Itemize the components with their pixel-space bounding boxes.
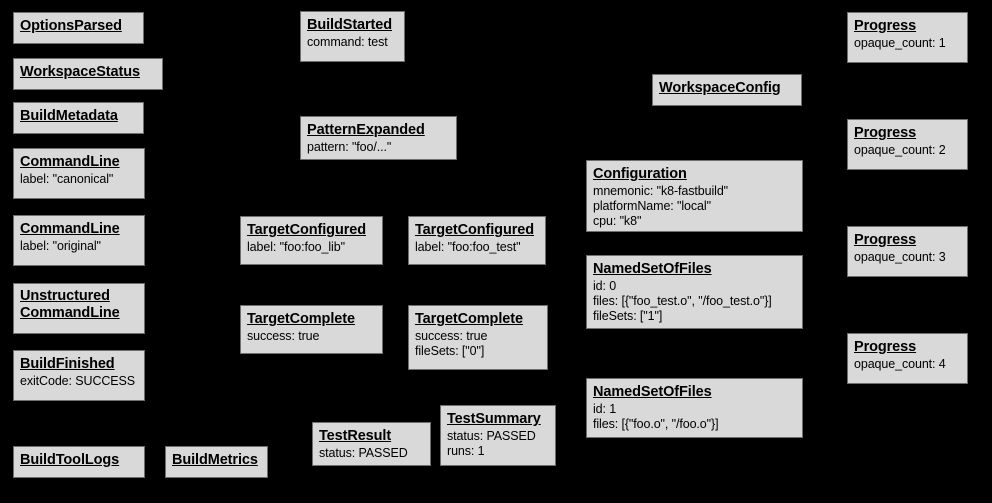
event-node-unstructured-command-line[interactable]: Unstructured CommandLine — [13, 283, 145, 334]
event-node-progress-2[interactable]: Progress opaque_count: 2 — [847, 119, 968, 170]
event-node-fields: label: "original" — [20, 239, 101, 253]
event-node-test-summary[interactable]: TestSummary status: PASSED runs: 1 — [440, 405, 556, 466]
event-node-target-complete-foo-test[interactable]: TargetComplete success: true fileSets: ["… — [408, 305, 548, 370]
event-node-named-set-of-files-1[interactable]: NamedSetOfFiles id: 1 files: [{"foo.o", "… — [586, 378, 803, 438]
event-node-title: BuildMetadata — [20, 108, 118, 124]
event-node-title: CommandLine — [20, 154, 120, 170]
event-node-title: NamedSetOfFiles — [593, 384, 712, 400]
event-node-title: Configuration — [593, 166, 687, 182]
event-node-fields: exitCode: SUCCESS — [20, 374, 136, 388]
event-node-fields: success: true fileSets: ["0"] — [415, 329, 488, 358]
event-node-workspace-config[interactable]: WorkspaceConfig — [652, 74, 802, 106]
event-node-configuration[interactable]: Configuration mnemonic: "k8-fastbuild" pl… — [586, 160, 803, 232]
event-node-title: TargetComplete — [247, 311, 355, 327]
event-node-fields: opaque_count: 1 — [854, 36, 946, 50]
event-node-title: TestResult — [319, 428, 392, 444]
event-node-fields: id: 1 files: [{"foo.o", "/foo.o"}] — [593, 402, 719, 431]
event-node-title: BuildToolLogs — [20, 452, 120, 468]
event-node-options-parsed[interactable]: OptionsParsed — [13, 12, 144, 44]
event-node-fields: id: 0 files: [{"foo_test.o", "/foo_test.… — [593, 279, 772, 323]
event-node-fields: command: test — [307, 35, 388, 49]
event-node-command-line-original[interactable]: CommandLine label: "original" — [13, 215, 145, 266]
event-node-title: Progress — [854, 339, 917, 355]
event-node-build-metadata[interactable]: BuildMetadata — [13, 102, 144, 134]
event-node-build-tool-logs[interactable]: BuildToolLogs — [13, 446, 145, 478]
event-node-fields: label: "canonical" — [20, 172, 114, 186]
event-node-progress-3[interactable]: Progress opaque_count: 3 — [847, 226, 968, 277]
event-node-title: OptionsParsed — [20, 18, 122, 34]
event-node-title: TestSummary — [447, 411, 541, 427]
event-node-pattern-expanded[interactable]: PatternExpanded pattern: "foo/..." — [300, 116, 457, 160]
event-node-build-started[interactable]: BuildStarted command: test — [300, 11, 405, 62]
event-node-progress-4[interactable]: Progress opaque_count: 4 — [847, 333, 968, 384]
event-node-fields: mnemonic: "k8-fastbuild" platformName: "… — [593, 184, 729, 228]
event-node-fields: pattern: "foo/..." — [307, 140, 392, 154]
event-node-title: Progress — [854, 18, 917, 34]
event-node-title: PatternExpanded — [307, 122, 425, 138]
event-node-title: WorkspaceConfig — [659, 80, 781, 96]
event-node-command-line-canonical[interactable]: CommandLine label: "canonical" — [13, 148, 145, 199]
event-node-fields: status: PASSED runs: 1 — [447, 429, 536, 458]
event-node-title: NamedSetOfFiles — [593, 261, 712, 277]
event-node-fields: status: PASSED — [319, 446, 408, 460]
event-node-title: Progress — [854, 232, 917, 248]
event-node-title: BuildFinished — [20, 356, 115, 372]
event-node-target-configured-foo-test[interactable]: TargetConfigured label: "foo:foo_test" — [408, 216, 546, 265]
event-node-named-set-of-files-0[interactable]: NamedSetOfFiles id: 0 files: [{"foo_test.… — [586, 255, 803, 329]
event-node-fields: label: "foo:foo_test" — [415, 240, 521, 254]
event-node-test-result[interactable]: TestResult status: PASSED — [312, 422, 431, 466]
event-node-fields: opaque_count: 2 — [854, 143, 946, 157]
event-node-title: TargetComplete — [415, 311, 523, 327]
event-node-title: Progress — [854, 125, 917, 141]
event-node-target-configured-foo-lib[interactable]: TargetConfigured label: "foo:foo_lib" — [240, 216, 383, 265]
event-node-title: BuildStarted — [307, 17, 393, 33]
event-node-progress-1[interactable]: Progress opaque_count: 1 — [847, 12, 968, 63]
event-node-workspace-status[interactable]: WorkspaceStatus — [13, 58, 163, 90]
event-node-title: TargetConfigured — [247, 222, 366, 238]
event-node-title: TargetConfigured — [415, 222, 534, 238]
event-node-title: CommandLine — [20, 221, 120, 237]
event-node-fields: success: true — [247, 329, 320, 343]
event-node-title: WorkspaceStatus — [20, 64, 140, 80]
event-node-fields: opaque_count: 4 — [854, 357, 946, 371]
event-node-target-complete-foo-lib[interactable]: TargetComplete success: true — [240, 305, 383, 354]
event-node-title: Unstructured CommandLine — [20, 288, 120, 321]
event-node-fields: opaque_count: 3 — [854, 250, 946, 264]
event-node-build-metrics[interactable]: BuildMetrics — [165, 446, 268, 478]
event-node-build-finished[interactable]: BuildFinished exitCode: SUCCESS — [13, 350, 145, 401]
event-node-fields: label: "foo:foo_lib" — [247, 240, 345, 254]
event-node-title: BuildMetrics — [172, 452, 258, 468]
